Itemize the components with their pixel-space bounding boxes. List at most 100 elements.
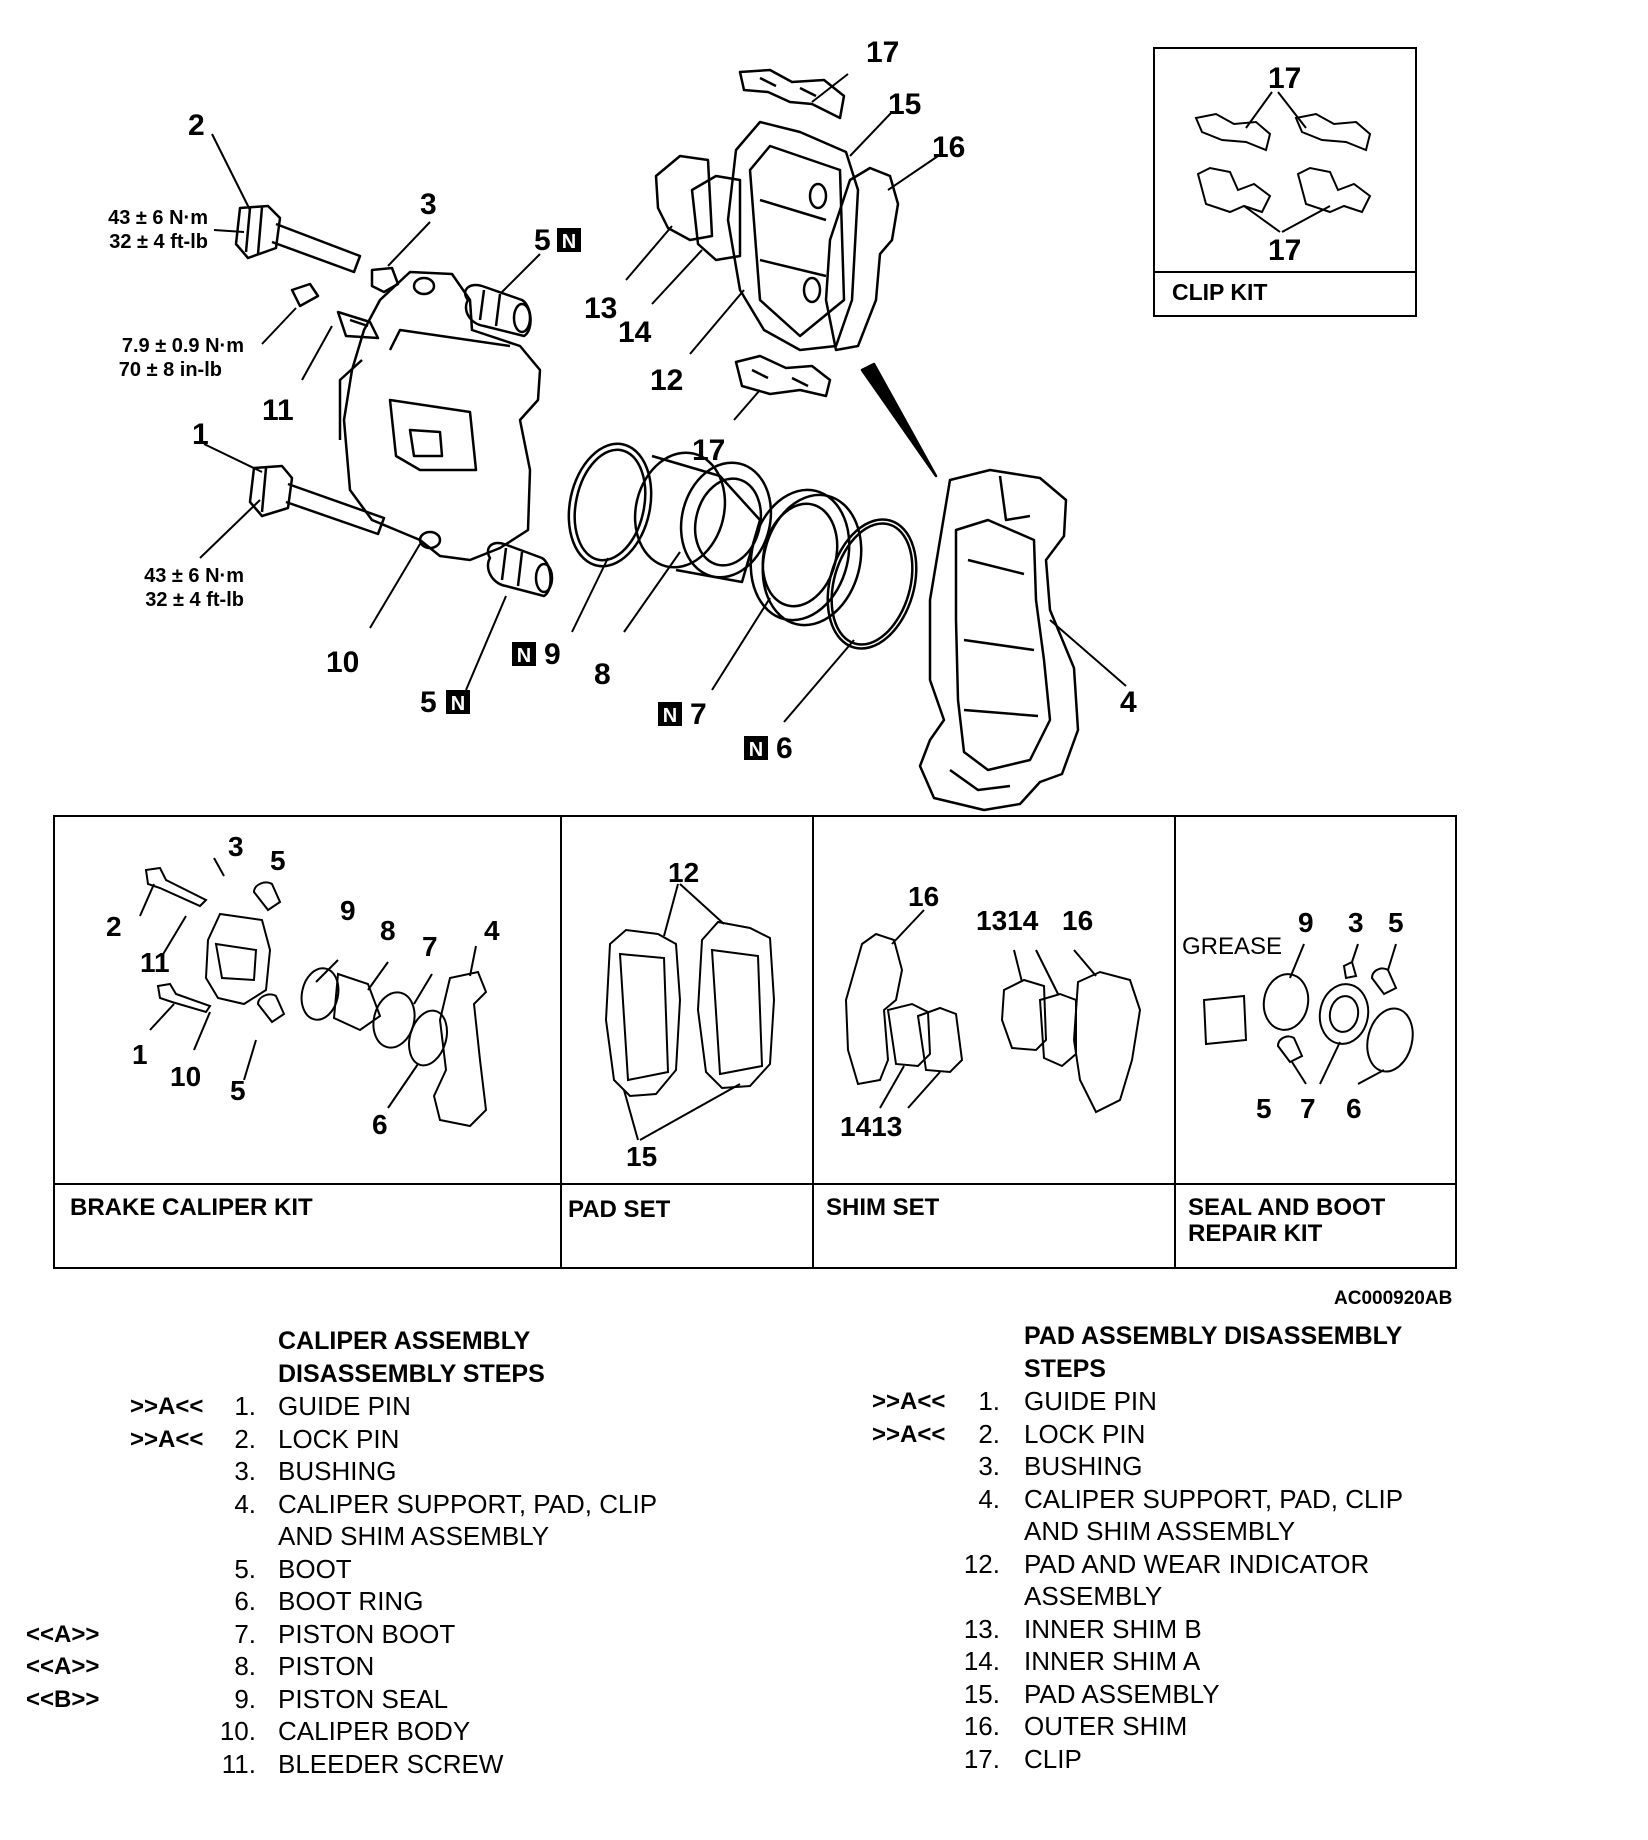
svg-text:N: N (749, 739, 763, 761)
step-marker: >>A<< (872, 1388, 946, 1415)
inner-shim-b-part (654, 154, 714, 242)
callout-7: 7 (690, 698, 707, 731)
torque-guide-bottom-metric: 43 ± 6 N·m (144, 565, 244, 587)
callout-14: 14 (618, 316, 652, 349)
callout-3: 3 (420, 188, 437, 221)
kit1-callout-3: 3 (228, 831, 244, 862)
callout-15: 15 (888, 88, 921, 121)
leader-lines (199, 73, 1127, 723)
kit1-callout-4: 4 (484, 915, 500, 946)
seal-kit-callout-3: 3 (1348, 907, 1364, 938)
callout-5-upper: 5 (534, 224, 551, 257)
callout-12: 12 (650, 364, 683, 397)
callout-10: 10 (326, 646, 359, 679)
svg-text:N: N (451, 693, 465, 715)
callout-4: 4 (1120, 686, 1137, 719)
bushing-part (370, 266, 400, 294)
callout-17-top: 17 (866, 36, 899, 69)
step-text: LOCK PIN (1024, 1418, 1146, 1449)
step-text: CALIPER SUPPORT, PAD, CLIP (278, 1488, 658, 1519)
pad-steps-heading-line2: STEPS (1024, 1355, 1106, 1383)
kit1-callout-9: 9 (340, 895, 356, 926)
seal-kit-grease-label: GREASE (1182, 933, 1282, 960)
badge-n-7: N (658, 702, 682, 727)
pointer-wedge (860, 362, 938, 478)
kit1-callout-10: 10 (170, 1061, 201, 1092)
shim-set-callout-16-right: 16 (1062, 905, 1093, 936)
step-text: CALIPER BODY (278, 1716, 471, 1746)
step-number: 8. (234, 1651, 256, 1681)
step-number: 14. (963, 1646, 1000, 1676)
badge-n-6: N (744, 736, 768, 761)
step-number: 2. (234, 1423, 256, 1454)
seal-kit-callout-5-bottom: 5 (1256, 1093, 1272, 1124)
step-text: BLEEDER SCREW (278, 1748, 504, 1779)
kit1-callout-5-bottom: 5 (230, 1075, 246, 1106)
outer-shim-part (824, 166, 900, 352)
step-number: 1. (978, 1386, 1000, 1416)
step-text: CLIP (1024, 1743, 1082, 1774)
clip-kit-inset: 17 17 CLIP KIT (1153, 47, 1417, 317)
guide-pin-bottom-part (248, 464, 386, 536)
callout-8: 8 (594, 658, 611, 691)
step-text: PISTON (278, 1651, 375, 1681)
step-number: 9. (234, 1683, 256, 1714)
kit-label-seal-boot-line1: SEAL AND BOOT (1188, 1194, 1386, 1221)
step-text: AND SHIM ASSEMBLY (1024, 1516, 1296, 1546)
svg-text:N: N (562, 231, 576, 253)
step-text: BUSHING (1024, 1451, 1143, 1481)
torque-bleeder-metric: 7.9 ± 0.9 N·m (122, 335, 244, 357)
pad-steps-heading-line1: PAD ASSEMBLY DISASSEMBLY (1024, 1322, 1403, 1350)
kit1-callout-8: 8 (380, 915, 396, 946)
step-text: AND SHIM ASSEMBLY (278, 1521, 550, 1551)
step-number: 2. (978, 1418, 1000, 1449)
clip-kit-callout-top: 17 (1268, 62, 1301, 95)
step-text: INNER SHIM B (1024, 1613, 1202, 1644)
boot-ring-part (826, 518, 918, 650)
pad-assembly-part (726, 120, 860, 352)
svg-text:N: N (663, 705, 677, 727)
clip-bottom-part (734, 354, 832, 398)
step-number: 10. (219, 1716, 256, 1746)
boot-upper-part (463, 283, 532, 338)
step-number: 7. (234, 1618, 256, 1649)
step-number: 12. (963, 1548, 1000, 1579)
clip-kit-label: CLIP KIT (1172, 279, 1267, 305)
step-number: 15. (963, 1678, 1000, 1709)
step-number: 3. (978, 1451, 1000, 1481)
step-text: PISTON BOOT (278, 1618, 456, 1649)
kit-label-seal-boot-line2: REPAIR KIT (1188, 1220, 1323, 1247)
step-text: CALIPER SUPPORT, PAD, CLIP (1024, 1483, 1404, 1514)
callout-11: 11 (262, 394, 294, 427)
seal-kit-callout-7: 7 (1300, 1093, 1316, 1124)
caliper-body-part (338, 270, 542, 562)
piston-part (633, 451, 773, 584)
step-marker: >>A<< (130, 1425, 204, 1453)
step-marker: <<A>> (26, 1620, 100, 1648)
kit-label-brake-caliper: BRAKE CALIPER KIT (70, 1194, 313, 1221)
step-text: INNER SHIM A (1024, 1646, 1201, 1676)
step-marker: <<B>> (26, 1685, 100, 1713)
shim-set-callout-14-13: 1413 (840, 1111, 902, 1142)
inner-shim-a-part (690, 174, 742, 262)
badge-n-upper: N (557, 228, 581, 253)
torque-guide-bottom-imperial: 32 ± 4 ft-lb (145, 589, 244, 611)
brake-caliper-kit-art (139, 857, 488, 1128)
step-number: 11. (221, 1748, 256, 1779)
callout-5-lower: 5 (420, 686, 437, 719)
step-number: 5. (234, 1553, 256, 1584)
step-marker: <<A>> (26, 1653, 100, 1680)
boot-lower-part (486, 541, 554, 598)
step-text: GUIDE PIN (1024, 1386, 1157, 1416)
shim-set-art (844, 909, 1142, 1114)
step-number: 13. (963, 1613, 1000, 1644)
step-text: BUSHING (278, 1456, 397, 1486)
clip-top-part (738, 68, 846, 120)
step-text: PAD AND WEAR INDICATOR (1024, 1548, 1370, 1579)
figure-code: AC000920AB (1334, 1288, 1453, 1309)
torque-bleeder-imperial: 70 ± 8 in-lb (119, 359, 222, 381)
clip-kit-callout-bottom: 17 (1268, 234, 1301, 267)
callout-1: 1 (192, 418, 209, 451)
callout-13: 13 (584, 292, 617, 325)
callout-9: 9 (544, 638, 561, 671)
